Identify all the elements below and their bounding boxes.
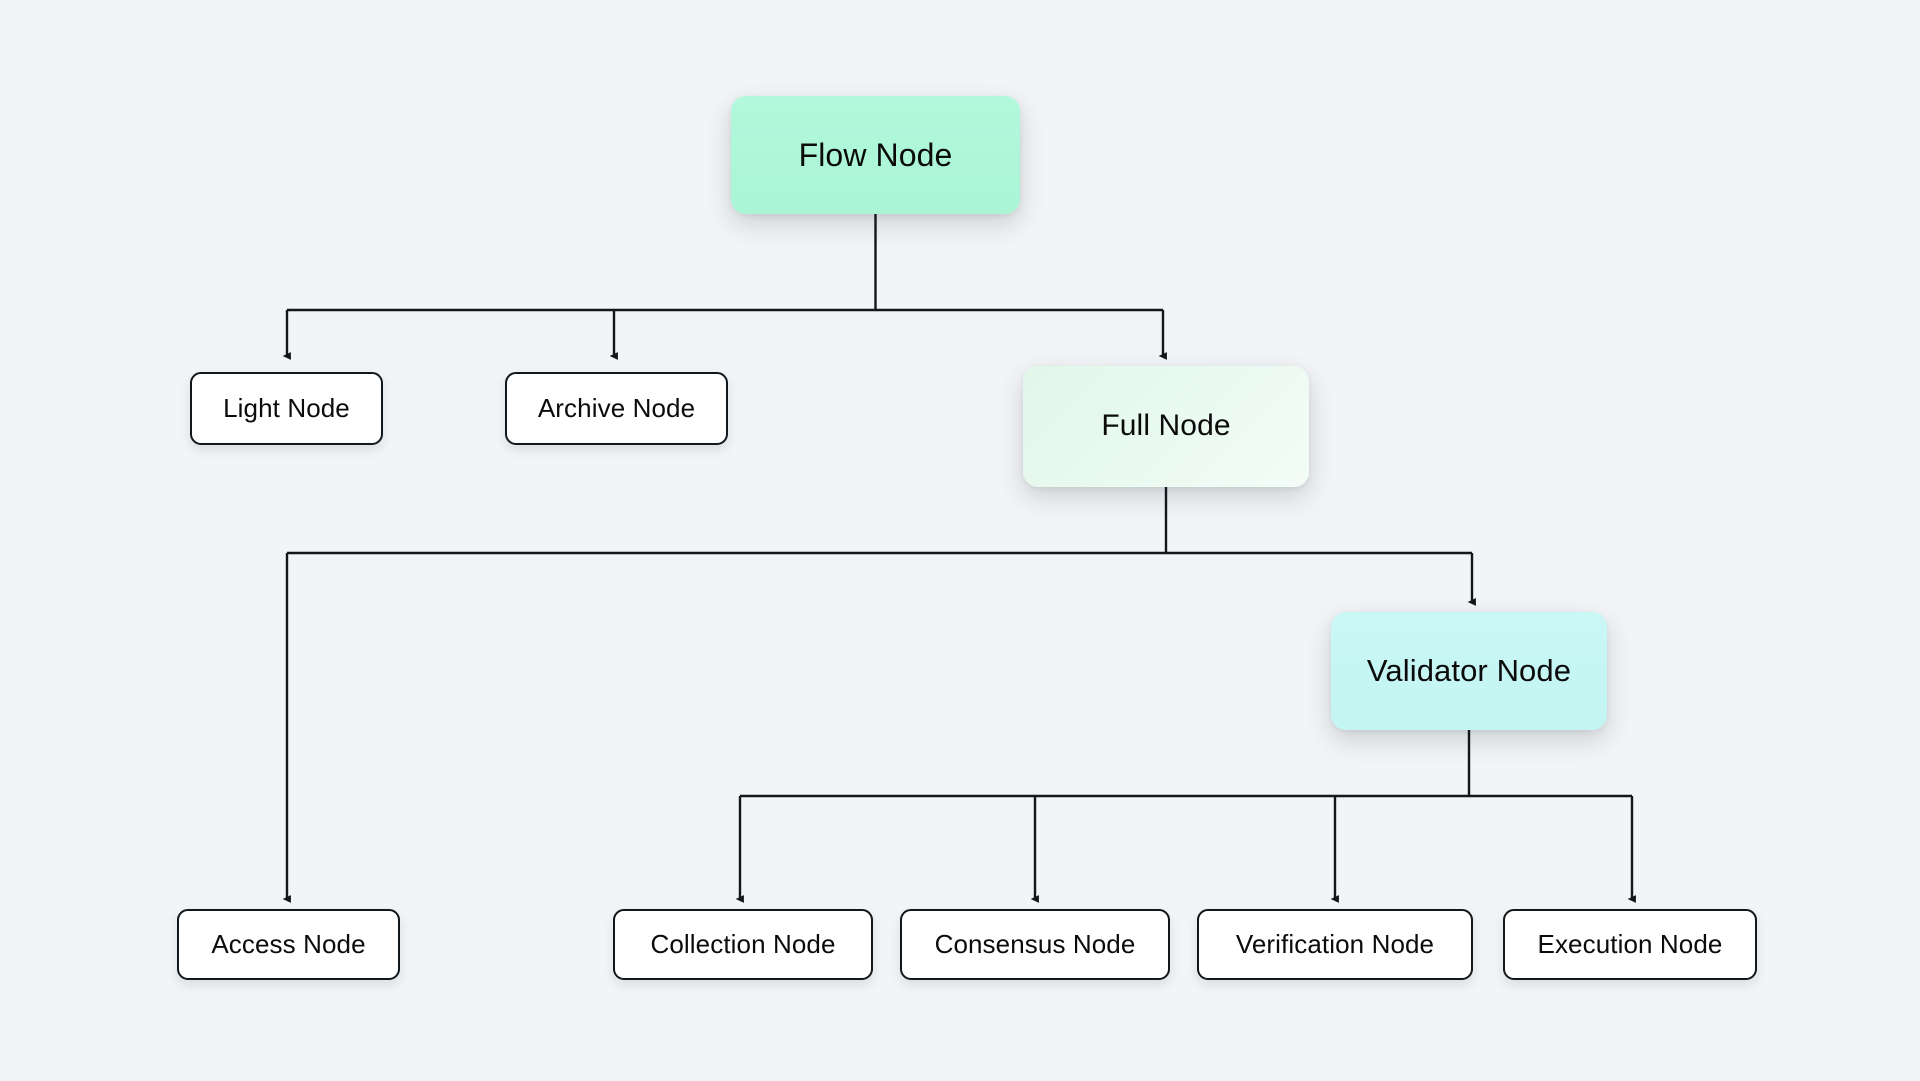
node-execution-node[interactable]: Execution Node <box>1503 909 1757 980</box>
node-label-full-node: Full Node <box>1101 409 1231 443</box>
node-validator-node[interactable]: Validator Node <box>1331 612 1607 730</box>
node-label-archive-node: Archive Node <box>537 392 696 423</box>
node-label-access-node: Access Node <box>211 928 366 959</box>
node-flow-node[interactable]: Flow Node <box>731 96 1020 214</box>
node-collection-node[interactable]: Collection Node <box>613 909 873 980</box>
node-full-node[interactable]: Full Node <box>1023 366 1309 487</box>
node-label-execution-node: Execution Node <box>1537 928 1723 959</box>
node-access-node[interactable]: Access Node <box>177 909 400 980</box>
node-label-verification-node: Verification Node <box>1235 928 1435 959</box>
node-label-consensus-node: Consensus Node <box>934 928 1136 959</box>
node-consensus-node[interactable]: Consensus Node <box>900 909 1170 980</box>
node-light-node[interactable]: Light Node <box>190 372 383 445</box>
node-label-collection-node: Collection Node <box>650 928 836 959</box>
node-label-flow-node: Flow Node <box>798 136 953 173</box>
node-verification-node[interactable]: Verification Node <box>1197 909 1473 980</box>
node-archive-node[interactable]: Archive Node <box>505 372 728 445</box>
node-label-light-node: Light Node <box>223 392 350 423</box>
node-label-validator-node: Validator Node <box>1366 653 1572 689</box>
